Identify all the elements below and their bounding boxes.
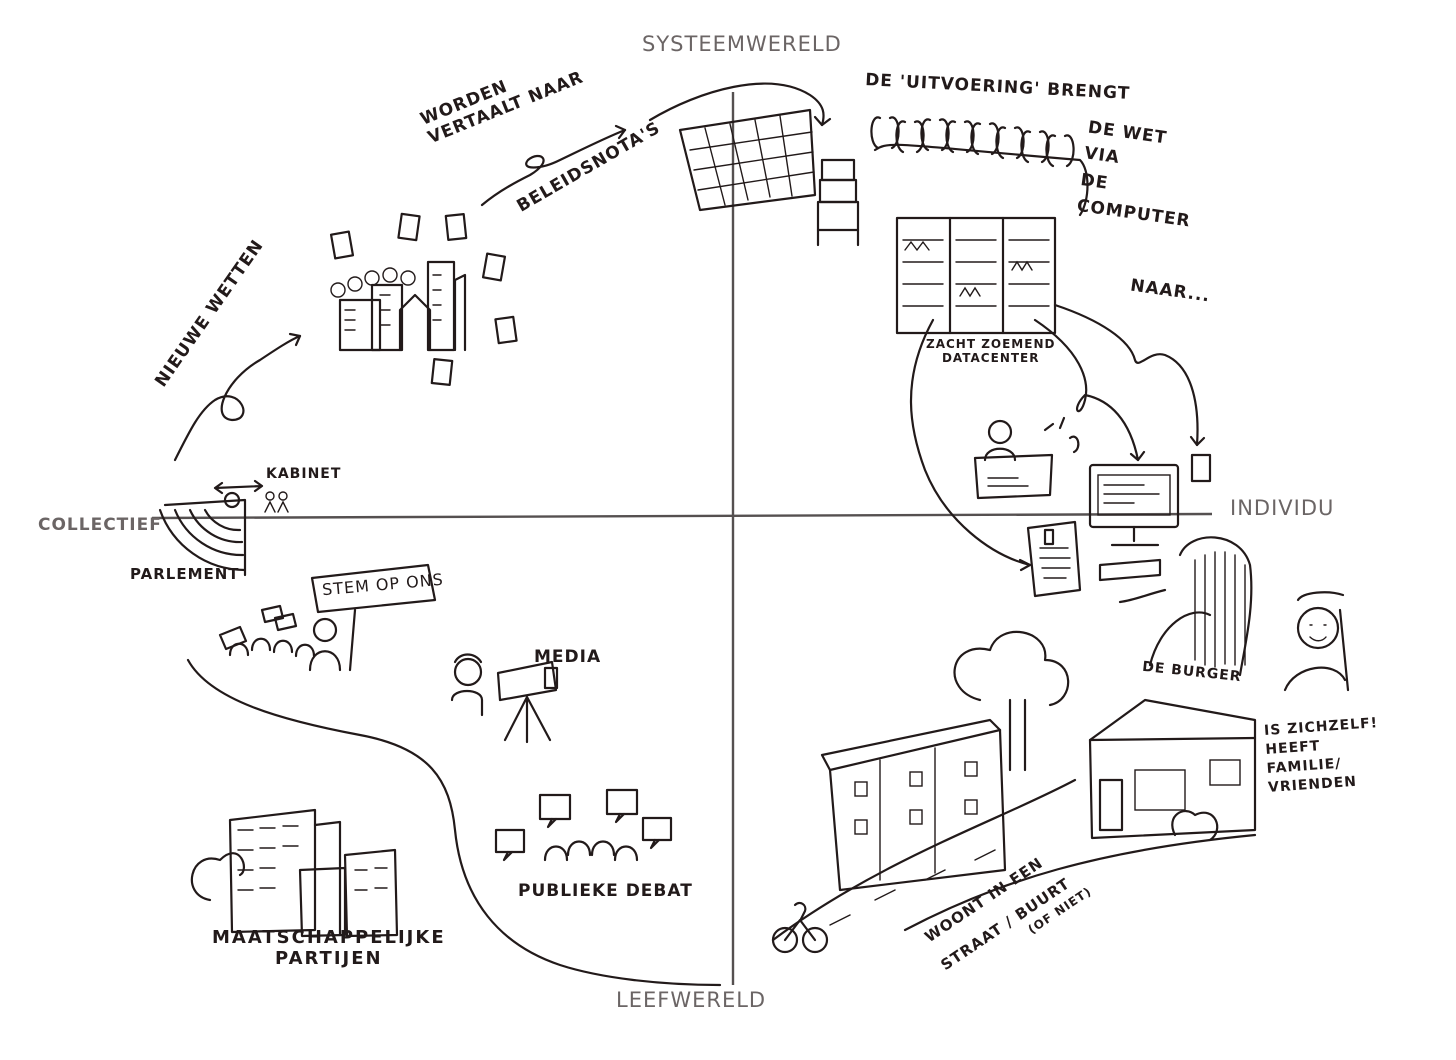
axis-label-right: INDIVIDU bbox=[1230, 496, 1335, 520]
civil-servant-icon bbox=[973, 416, 1080, 500]
axis-label-top: SYSTEEMWERELD bbox=[642, 32, 842, 56]
de-wet-via-label: DE WET VIA DE COMPUTER bbox=[1075, 117, 1192, 232]
is-zichzelf-label: IS ZICHZELF! HEEFT FAMILIE/ VRIENDEN bbox=[1263, 715, 1379, 796]
datacenter-rack-icon bbox=[895, 216, 1057, 335]
publieke-debat-label: PUBLIEKE DEBAT bbox=[518, 881, 693, 901]
speech-bubble-icon bbox=[494, 788, 673, 862]
office-building-icon bbox=[678, 108, 817, 212]
kabinet-label: KABINET bbox=[266, 466, 342, 482]
server-stack-icon bbox=[816, 158, 860, 247]
flow-arrows bbox=[173, 82, 1257, 987]
axis-label-bottom: LEEFWERELD bbox=[616, 988, 767, 1012]
letter-icon bbox=[1026, 520, 1082, 598]
citizen-icon bbox=[1118, 536, 1253, 677]
protest-crowd-icon bbox=[218, 563, 437, 672]
datacenter-label: ZACHT ZOEMEND DATACENTER bbox=[926, 337, 1056, 365]
media-label: MEDIA bbox=[534, 647, 602, 667]
camera-icon bbox=[450, 653, 559, 744]
computer-monitor-icon bbox=[1088, 453, 1212, 582]
apartment-block-icon bbox=[190, 808, 399, 938]
axis-label-left: COLLECTIEF bbox=[38, 515, 162, 535]
policy-documents-icon bbox=[329, 212, 518, 386]
government-buildings-icon bbox=[330, 260, 467, 352]
maatschappelijke-partijen-label: MAATSCHAPPELIJKE PARTIJEN bbox=[212, 927, 446, 969]
parliament-icon bbox=[158, 491, 247, 577]
kabinet-people-icon bbox=[213, 479, 289, 513]
friend-icon bbox=[1283, 591, 1350, 692]
apartment-row-icon bbox=[820, 718, 1007, 892]
house-icon bbox=[1088, 698, 1257, 842]
cyclist-icon bbox=[771, 901, 829, 954]
parlement-label: PARLEMENT bbox=[130, 565, 240, 583]
horizontal-axis bbox=[151, 512, 1213, 520]
people-crowd-icon bbox=[870, 116, 1075, 168]
tree-icon bbox=[953, 630, 1070, 772]
